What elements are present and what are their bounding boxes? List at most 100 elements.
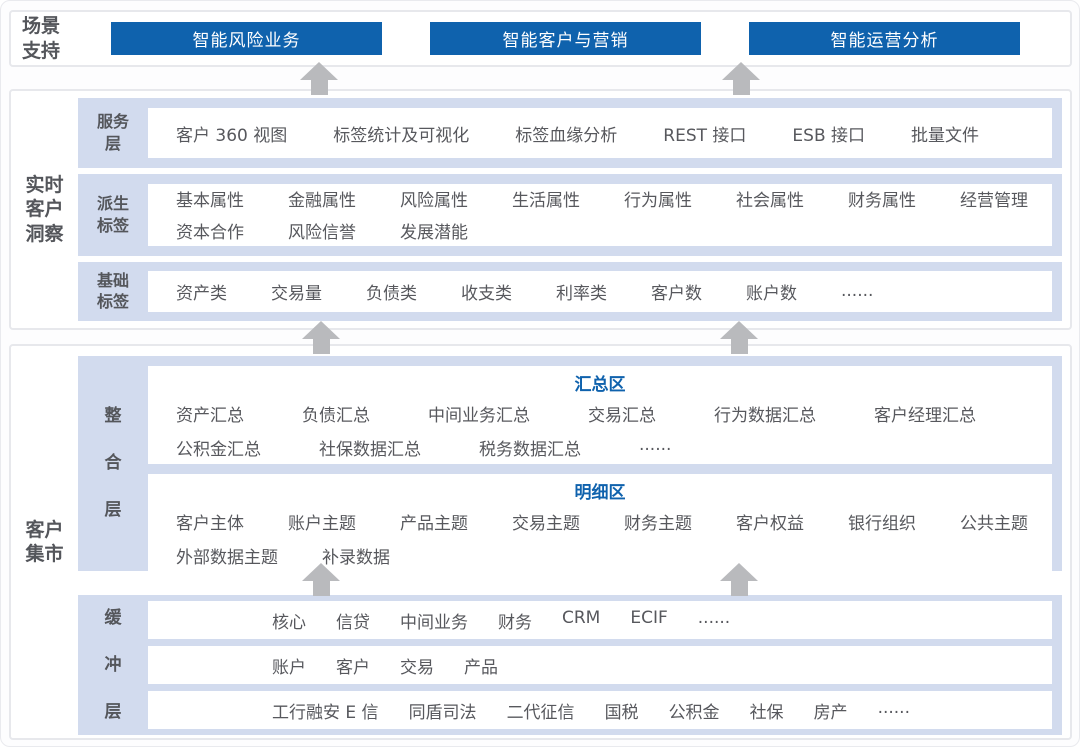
detail-item: 交易主题 <box>512 514 580 534</box>
detail-zone-title: 明细区 <box>574 483 626 503</box>
buffer-item: ...... <box>877 697 910 718</box>
buffer-items: 账户 客户 交易 产品 <box>272 653 498 678</box>
buffer-item: 公积金 <box>668 702 720 723</box>
scenario-support-label: 场景 支持 <box>22 15 61 62</box>
basic-tag-item: 利率类 <box>556 283 607 304</box>
buffer-item: 二代征信 <box>506 702 575 723</box>
buffer-row: 工行融安 E 信 同盾司法 二代征信 国税 公积金 社保 房产...... <box>148 691 1052 730</box>
summary-zone-title: 汇总区 <box>574 375 626 395</box>
summary-row: 公积金汇总 社保数据汇总 税务数据汇总...... <box>176 435 1052 460</box>
service-item: REST 接口 <box>663 125 747 146</box>
detail-row: 客户主体账户主题产品主题交易主题财务主题客户权益银行组织公共主题 <box>176 509 1052 534</box>
up-arrow-icon <box>722 62 760 95</box>
buffer-item: 核心 <box>272 612 306 633</box>
up-arrow-icon <box>720 563 758 596</box>
summary-item: 资产汇总 <box>176 406 244 426</box>
scenario-button-group: 智能风险业务智能客户与营销智能运营分析 <box>111 22 1020 55</box>
derived-tag-item: 发展潜能 <box>400 223 468 244</box>
summary-item: 负债汇总 <box>302 406 370 426</box>
derived-tags-items: 基本属性金融属性风险属性生活属性行为属性社会属性财务属性经营管理 资本合作风险信… <box>148 183 1052 246</box>
buffer-item: 交易 <box>400 657 434 678</box>
derived-tags-label: 派生 标签 <box>96 194 129 235</box>
integration-layer-band: 整 合 层 汇总区 资产汇总负债汇总中间业务汇总交易汇总行为数据汇总客户经理汇总… <box>78 356 1062 572</box>
derived-tag-item: 风险属性 <box>400 191 468 212</box>
service-layer-label: 服务 层 <box>96 112 129 153</box>
summary-item: 中间业务汇总 <box>428 406 530 426</box>
buffer-item: 账户 <box>272 657 306 678</box>
buffer-item: 信贷 <box>336 612 370 633</box>
buffer-item: 客户 <box>336 657 370 678</box>
derived-tag-item: 资本合作 <box>176 223 244 244</box>
basic-tags-label: 基础 标签 <box>96 270 129 312</box>
derived-tag-item: 风险信誉 <box>288 223 356 244</box>
buffer-item: ...... <box>697 607 731 628</box>
integration-layer-label: 整 合 层 <box>104 406 122 520</box>
derived-tag-item: 社会属性 <box>736 191 804 212</box>
basic-tag-item: 负债类 <box>366 283 417 304</box>
detail-item: 产品主题 <box>400 514 468 534</box>
buffer-item: 房产 <box>813 702 848 723</box>
mart-bands: 整 合 层 汇总区 资产汇总负债汇总中间业务汇总交易汇总行为数据汇总客户经理汇总… <box>78 356 1062 736</box>
derived-tags-row: 基本属性金融属性风险属性生活属性行为属性社会属性财务属性经营管理 <box>176 186 1028 211</box>
summary-zone-rows: 资产汇总负债汇总中间业务汇总交易汇总行为数据汇总客户经理汇总 公积金汇总社保数据… <box>148 401 1052 460</box>
basic-tag-item: 账户数 <box>746 283 797 304</box>
summary-zone: 汇总区 资产汇总负债汇总中间业务汇总交易汇总行为数据汇总客户经理汇总 公积金汇总… <box>148 366 1052 464</box>
basic-tag-item: 客户数 <box>651 283 702 304</box>
customer-mart-label: 客户 集市 <box>25 518 64 565</box>
buffer-layer-label: 缓 冲 层 <box>104 608 122 722</box>
basic-tag-item: ...... <box>841 281 874 302</box>
up-arrow-icon <box>302 563 340 596</box>
buffer-item: CRM <box>562 607 601 628</box>
scenario-button: 智能运营分析 <box>749 22 1020 55</box>
service-item: ESB 接口 <box>792 125 866 146</box>
summary-item: 公积金汇总 <box>176 440 261 460</box>
scenario-support-section: 场景 支持 智能风险业务智能客户与营销智能运营分析 <box>9 10 1072 67</box>
buffer-item: 工行融安 E 信 <box>272 702 379 723</box>
scenario-button: 智能风险业务 <box>111 22 382 55</box>
buffer-item: ECIF <box>630 607 668 628</box>
summary-item: 税务数据汇总 <box>479 440 581 460</box>
basic-tag-item: 收支类 <box>461 283 512 304</box>
service-item: 标签统计及可视化 <box>333 125 470 146</box>
buffer-item: 同盾司法 <box>408 702 477 723</box>
derived-tags-row: 资本合作 风险信誉 发展潜能 <box>176 218 468 243</box>
buffer-item: 国税 <box>604 702 639 723</box>
detail-item: 客户主体 <box>176 514 244 534</box>
buffer-row: 账户 客户 交易 产品 <box>148 646 1052 685</box>
detail-item: 公共主题 <box>960 514 1028 534</box>
detail-item: 银行组织 <box>848 514 916 534</box>
basic-tag-item: 资产类 <box>176 283 227 304</box>
derived-tag-item: 行为属性 <box>624 191 692 212</box>
summary-item: 交易汇总 <box>588 406 656 426</box>
derived-tag-item: 经营管理 <box>960 191 1028 212</box>
up-arrow-icon <box>300 62 338 95</box>
detail-item: 账户主题 <box>288 514 356 534</box>
basic-tag-item: 交易量 <box>271 283 322 304</box>
summary-item: 社保数据汇总 <box>319 440 421 460</box>
buffer-item: 产品 <box>464 657 498 678</box>
detail-row: 外部数据主题补录数据 <box>176 543 1052 568</box>
buffer-items: 工行融安 E 信 同盾司法 二代征信 国税 公积金 社保 房产...... <box>272 698 910 723</box>
detail-zone-rows: 客户主体账户主题产品主题交易主题财务主题客户权益银行组织公共主题 外部数据主题补… <box>148 509 1052 568</box>
detail-item: 外部数据主题 <box>176 548 278 568</box>
service-item: 批量文件 <box>911 125 980 146</box>
service-item: 标签血缘分析 <box>515 125 618 146</box>
summary-item: ...... <box>639 435 672 455</box>
basic-tags-band: 基础 标签 资产类 交易量 负债类 收支类 利率类 客户数 账户数...... <box>78 261 1062 321</box>
derived-tags-band: 派生 标签 基本属性金融属性风险属性生活属性行为属性社会属性财务属性经营管理 资… <box>78 174 1062 256</box>
up-arrow-icon <box>302 321 340 354</box>
buffer-item: 社保 <box>749 702 784 723</box>
customer-mart-section: 客户 集市 整 合 层 汇总区 资产汇总负债汇总中间业务汇总交易汇总行为数据汇总… <box>9 344 1072 740</box>
buffer-item: 财务 <box>498 612 532 633</box>
derived-tag-item: 生活属性 <box>512 191 580 212</box>
derived-tag-item: 金融属性 <box>288 191 356 212</box>
